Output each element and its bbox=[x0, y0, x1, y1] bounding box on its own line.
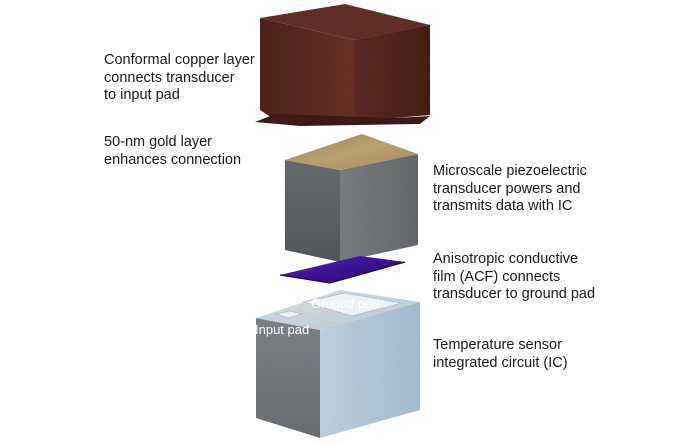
ic-right-face bbox=[320, 302, 420, 438]
transducer-label: Microscale piezoelectric transducer powe… bbox=[433, 163, 587, 216]
ground-pad-label: Ground pad bbox=[311, 296, 380, 311]
acf-label-line-3: transducer to ground pad bbox=[433, 286, 596, 302]
gold-label-line-1: 50-nm gold layer bbox=[104, 134, 212, 150]
gold-label-line-2: enhances connection bbox=[104, 151, 242, 168]
transducer-cube bbox=[285, 134, 418, 262]
copper-label-line-1: Conformal copper layer bbox=[104, 52, 255, 68]
copper-right-wall bbox=[355, 25, 430, 120]
ground-pad-area bbox=[302, 292, 403, 317]
acf-label-line-2: film (ACF) connects bbox=[433, 268, 561, 285]
copper-layer-label: Conformal copper layer connects transduc… bbox=[104, 52, 255, 105]
transducer-label-line-1: Microscale piezoelectric bbox=[433, 163, 587, 179]
ic-label: Temperature sensor integrated circuit (I… bbox=[433, 337, 568, 372]
input-pad-label: Input pad bbox=[255, 322, 310, 337]
ic-label-line-2: integrated circuit (IC) bbox=[433, 354, 568, 371]
copper-front-wall bbox=[260, 18, 355, 120]
transducer-right-face bbox=[340, 154, 418, 262]
transducer-label-line-2: transducer powers and bbox=[433, 180, 581, 197]
input-pad-area bbox=[274, 310, 304, 319]
copper-label-line-2: connects transducer bbox=[104, 69, 235, 86]
acf-film bbox=[280, 256, 405, 283]
acf-label-line-1: Anisotropic conductive bbox=[433, 251, 579, 267]
ic-front-face bbox=[256, 318, 320, 438]
copper-label-line-3: to input pad bbox=[104, 87, 180, 103]
ic-label-line-1: Temperature sensor bbox=[433, 337, 562, 353]
copper-top-face bbox=[260, 4, 430, 40]
gold-layer-label: 50-nm gold layer enhances connection bbox=[104, 134, 241, 169]
transducer-label-line-3: transmits data with IC bbox=[433, 198, 573, 214]
acf-layer bbox=[279, 256, 406, 284]
copper-layer bbox=[255, 4, 430, 126]
transducer-front-face bbox=[285, 160, 340, 262]
copper-foot-flange bbox=[255, 114, 430, 126]
acf-label: Anisotropic conductive film (ACF) connec… bbox=[433, 251, 595, 304]
pads bbox=[274, 292, 403, 319]
gold-layer bbox=[285, 134, 418, 170]
